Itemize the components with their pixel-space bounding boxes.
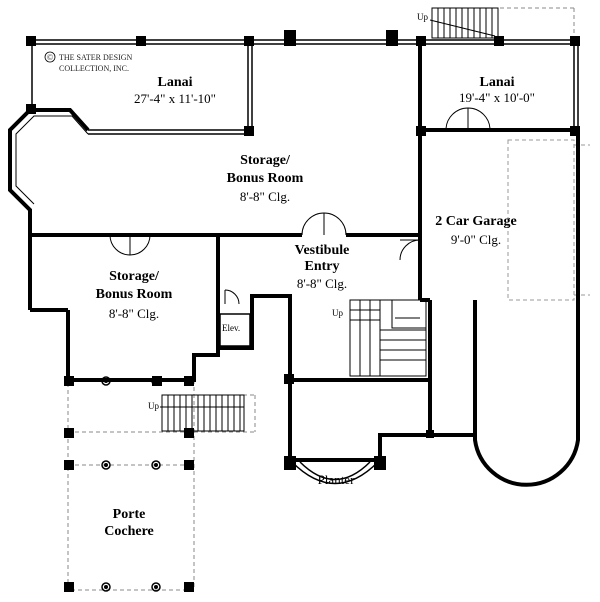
door-swings	[109, 107, 491, 305]
lanai-left-dims: 27'-4" x 11'-10"	[134, 91, 216, 106]
bay-window-lines	[15, 115, 89, 205]
planter-label: Planter	[318, 472, 355, 487]
garage-ceiling: 9'-0" Clg.	[451, 232, 501, 247]
copyright-line-2: COLLECTION, INC.	[59, 64, 129, 73]
lanai-right-dims: 19'-4" x 10'-0"	[459, 90, 535, 105]
copyright-symbol: ©	[47, 53, 53, 62]
copyright-line-1: THE SATER DESIGN	[59, 53, 133, 62]
vestibule-name-2: Entry	[305, 259, 340, 274]
stair-up-label-vestibule: Up	[332, 308, 343, 318]
copyright-block: © THE SATER DESIGN COLLECTION, INC.	[44, 51, 133, 73]
storage-lower-name-1: Storage/	[109, 269, 160, 284]
upper-stair-outline	[500, 7, 575, 40]
stairs-porte-cochere	[160, 394, 245, 432]
exterior-walls	[8, 44, 580, 487]
planter-bay	[291, 461, 379, 485]
elevator-label: Elev.	[222, 323, 240, 333]
elevator-shaft	[219, 313, 251, 347]
structural-posts	[26, 30, 580, 592]
vestibule-ceiling: 8'-8" Clg.	[297, 276, 347, 291]
lanai-left-name: Lanai	[157, 75, 192, 90]
storage-lower-name-2: Bonus Room	[96, 287, 173, 302]
round-columns	[101, 376, 161, 592]
lanai-right-name: Lanai	[479, 75, 514, 90]
vestibule-name-1: Vestibule	[295, 243, 350, 258]
stair-up-label-top: Up	[417, 12, 428, 22]
garage-name: 2 Car Garage	[435, 214, 516, 229]
stairs-top-right	[429, 7, 499, 39]
storage-upper-name-2: Bonus Room	[227, 171, 304, 186]
storage-upper-ceiling: 8'-8" Clg.	[240, 189, 290, 204]
stair-up-label-porte: Up	[148, 401, 159, 411]
porte-cochere-name-1: Porte	[113, 507, 146, 522]
storage-lower-ceiling: 8'-8" Clg.	[109, 306, 159, 321]
porte-cochere-name-2: Cochere	[104, 524, 154, 539]
storage-upper-name-1: Storage/	[240, 153, 291, 168]
stairs-vestibule	[349, 299, 427, 377]
